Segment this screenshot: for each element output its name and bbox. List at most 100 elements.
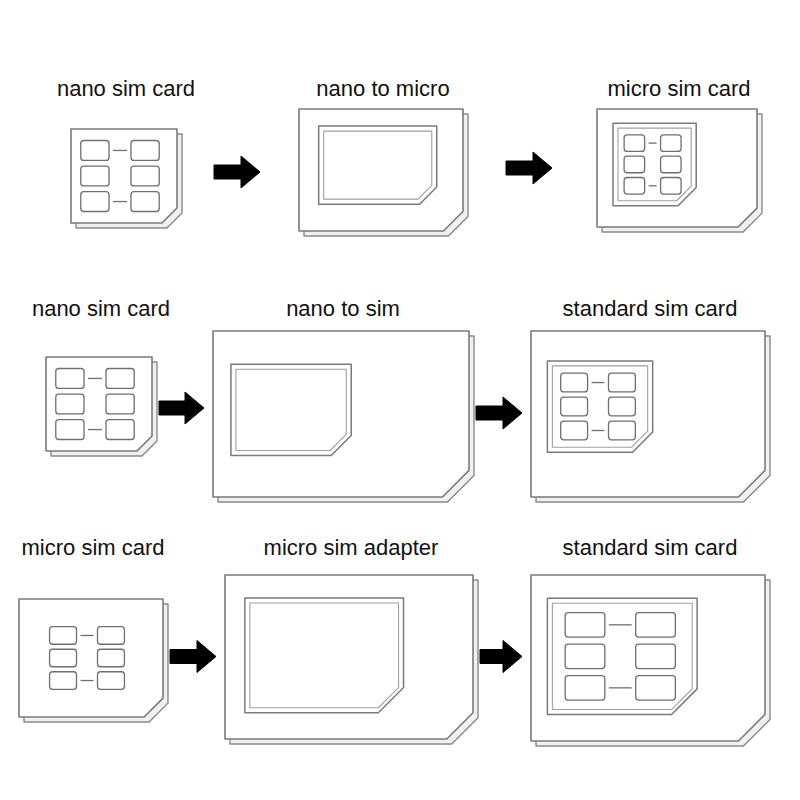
- card-drawing: [70, 128, 182, 228]
- contact-pad: [608, 397, 635, 416]
- contact-pad: [106, 420, 134, 440]
- card-outline: [18, 598, 168, 722]
- hole-bevel: [552, 603, 692, 709]
- adapter-frame: [213, 331, 469, 497]
- sim-item: nano sim card: [45, 296, 157, 456]
- block-arrow: [476, 397, 522, 429]
- contact-pad: [624, 156, 645, 173]
- contact-pad: [97, 672, 124, 690]
- chip-line: [609, 624, 632, 625]
- chip-line: [649, 185, 657, 186]
- chip-line: [113, 201, 127, 202]
- card-drawing: [45, 356, 157, 456]
- contact-pad: [624, 135, 645, 152]
- item-heading: micro sim card: [21, 535, 164, 561]
- contact-pad: [131, 141, 159, 161]
- sim-item: standard sim card: [530, 535, 770, 746]
- contact-pad: [97, 649, 124, 667]
- contact-pad: [636, 644, 676, 669]
- hole-bevel: [618, 128, 691, 201]
- contact-pad: [608, 373, 635, 392]
- contact-pad: [636, 613, 676, 638]
- adapter-hole: [319, 126, 437, 204]
- contact-pad: [565, 644, 605, 669]
- contact-pad: [97, 627, 124, 645]
- sim-item: standard sim card: [530, 296, 770, 502]
- card-outline: [530, 574, 770, 746]
- chip-line: [88, 429, 102, 430]
- chip-line: [609, 687, 632, 688]
- sim-item: micro sim card: [18, 535, 168, 722]
- hole-bevel: [552, 366, 647, 447]
- item-heading: nano to sim: [286, 296, 400, 322]
- sim-card: [19, 599, 163, 717]
- item-heading: nano to micro: [316, 76, 449, 102]
- hole-bevel: [236, 369, 346, 450]
- contact-pad: [106, 369, 134, 389]
- hole-bevel: [250, 603, 399, 708]
- contact-pad: [56, 420, 84, 440]
- card-drawing: [18, 598, 168, 722]
- contact-pad: [131, 192, 159, 212]
- sim-item: nano to micro: [298, 76, 468, 236]
- contact-pad: [50, 649, 77, 667]
- card-outline: [224, 574, 478, 744]
- sim-item: micro sim adapter: [224, 535, 478, 744]
- item-heading: micro sim adapter: [264, 535, 439, 561]
- card-outline: [45, 356, 157, 456]
- adapter-hole: [245, 598, 404, 713]
- card-drawing: [298, 108, 468, 236]
- adapter-frame: [299, 109, 463, 231]
- contact-pad: [565, 676, 605, 701]
- sim-card: [46, 357, 152, 451]
- item-heading: nano sim card: [32, 296, 170, 322]
- contact-pad: [661, 178, 682, 195]
- contact-pad: [50, 627, 77, 645]
- adapter-frame: [225, 575, 473, 739]
- contact-pad: [561, 421, 588, 440]
- contact-pad: [56, 394, 84, 414]
- card-drawing: [596, 108, 762, 232]
- adapter-frame: [531, 331, 765, 497]
- card-outline: [530, 330, 770, 502]
- contact-pad: [50, 672, 77, 690]
- adapter-hole: [547, 361, 652, 452]
- card-drawing: [212, 330, 474, 502]
- contact-pad: [661, 135, 682, 152]
- contact-pad: [565, 613, 605, 638]
- item-heading: micro sim card: [607, 76, 750, 102]
- sim-card: [71, 129, 177, 223]
- contact-pad: [81, 166, 109, 186]
- block-arrow: [506, 152, 552, 184]
- card-outline: [596, 108, 762, 232]
- contact-pad: [131, 166, 159, 186]
- block-arrow: [480, 641, 522, 673]
- contact-pad: [661, 156, 682, 173]
- adapter-hole: [547, 598, 697, 714]
- hole-bevel: [324, 131, 432, 199]
- card-drawing: [224, 574, 478, 744]
- contact-pad: [636, 676, 676, 701]
- contact-pad: [81, 141, 109, 161]
- contact-pad: [608, 421, 635, 440]
- adapter-frame: [531, 575, 765, 741]
- contact-pad: [106, 394, 134, 414]
- block-arrow: [159, 392, 204, 424]
- chip-line: [113, 150, 127, 151]
- contact-pad: [561, 373, 588, 392]
- adapter-frame: [597, 109, 757, 227]
- card-outline: [298, 108, 468, 236]
- block-arrow: [214, 156, 260, 188]
- contact-pad: [624, 178, 645, 195]
- card-outline: [212, 330, 474, 502]
- adapter-hole: [613, 123, 696, 206]
- contact-pad: [56, 369, 84, 389]
- card-drawing: [530, 574, 770, 746]
- contact-pad: [81, 192, 109, 212]
- sim-item: nano to sim: [212, 296, 474, 502]
- chip-line: [649, 142, 657, 143]
- chip-line: [81, 635, 94, 636]
- chip-line: [81, 680, 94, 681]
- chip-line: [592, 382, 605, 383]
